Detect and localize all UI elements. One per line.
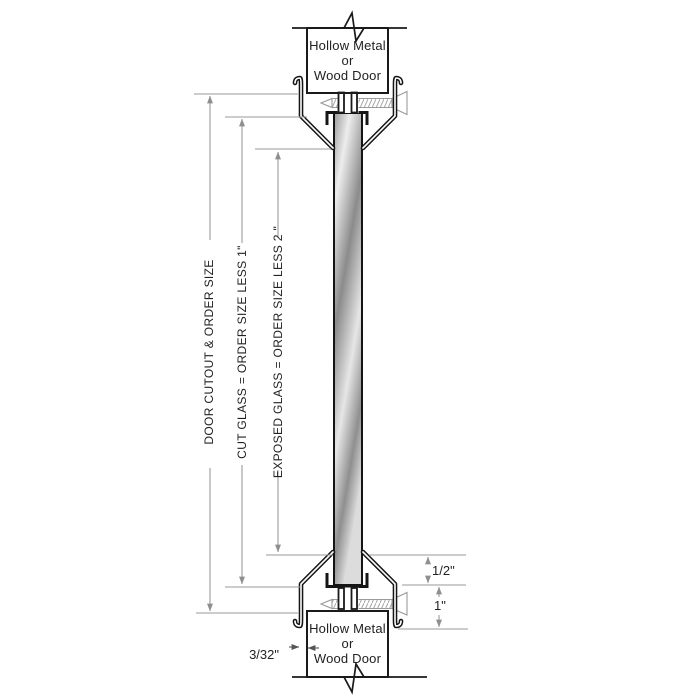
- top-joint-stub-left: [337, 91, 345, 114]
- top-joint-stub-right: [350, 91, 358, 114]
- label-exposed-glass: EXPOSED GLASS = ORDER SIZE LESS 2 ": [271, 226, 285, 478]
- label-gap: 3/32": [249, 647, 279, 662]
- top-frame-left-leg-core: [294, 77, 334, 149]
- bottom-door-label-line3: Wood Door: [314, 651, 382, 666]
- top-door-label-line1: Hollow Metal: [309, 38, 386, 53]
- left-dimensions: DOOR CUTOUT & ORDER SIZE CUT GLASS = ORD…: [194, 93, 333, 614]
- right-dimensions: 1/2" 1": [369, 554, 468, 630]
- bottom-joint-stub-right: [350, 587, 358, 610]
- bottom-frame-right-leg-core: [362, 551, 402, 627]
- bottom-door-label-line2: or: [342, 636, 354, 651]
- label-cut-glass: CUT GLASS = ORDER SIZE LESS 1": [235, 245, 249, 459]
- bottom-break-line: [292, 661, 427, 695]
- bottom-frame-left-leg-core: [294, 551, 334, 627]
- top-screw-tip: [319, 97, 333, 109]
- gap-dimension: 3/32": [249, 644, 319, 662]
- bottom-glazing-frame: [292, 549, 404, 629]
- top-break-line: [292, 10, 407, 44]
- top-door-label-line3: Wood Door: [314, 68, 382, 83]
- bottom-screw-tip: [319, 598, 333, 610]
- top-door-section: Hollow Metal or Wood Door: [292, 10, 407, 94]
- bottom-glass-channel: [325, 573, 369, 588]
- top-door-label-line2: or: [342, 53, 354, 68]
- label-door-cutout: DOOR CUTOUT & ORDER SIZE: [202, 259, 216, 444]
- top-glazing-frame: [292, 75, 404, 151]
- top-frame-right-leg-core: [362, 77, 402, 149]
- label-half-inch: 1/2": [432, 563, 455, 578]
- bottom-door-box: [306, 610, 389, 678]
- bottom-door-label-line1: Hollow Metal: [309, 621, 386, 636]
- bottom-door-section: Hollow Metal or Wood Door: [292, 610, 427, 695]
- label-one-inch: 1": [434, 598, 446, 613]
- glass-pane: [333, 112, 363, 586]
- top-door-box: [306, 27, 389, 94]
- bottom-joint-stub-left: [337, 587, 345, 610]
